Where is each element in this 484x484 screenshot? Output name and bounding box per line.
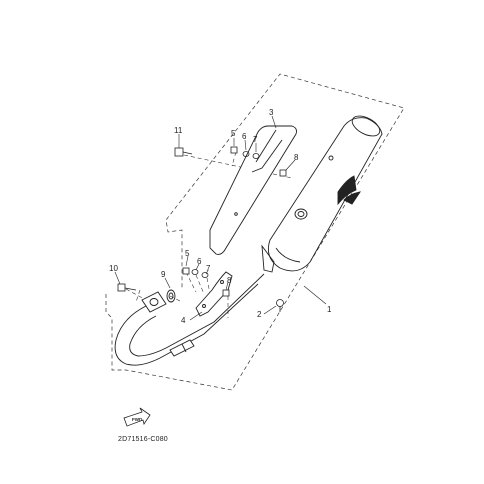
- heat-protector: [209, 125, 297, 255]
- fwd-arrow-icon: FWD: [123, 407, 151, 427]
- callout-6-lower: 6: [197, 257, 202, 266]
- callout-11: 11: [174, 126, 183, 135]
- callout-8-lower: 8: [227, 276, 232, 285]
- fwd-label: FWD: [132, 417, 143, 422]
- callout-9: 9: [161, 270, 166, 279]
- callout-5-lower: 5: [185, 249, 190, 258]
- exhaust-flange: [141, 289, 176, 313]
- callout-8-upper: 8: [294, 153, 299, 162]
- assembly-boundary-dashed: [105, 73, 405, 391]
- callout-4: 4: [181, 316, 186, 325]
- callout-1: 1: [327, 305, 332, 314]
- exhaust-bracket: [195, 271, 233, 317]
- callout-leaders: [114, 115, 327, 321]
- catalog-code: 2D71516-C080: [118, 436, 168, 443]
- callout-2: 2: [257, 310, 262, 319]
- callout-6-upper: 6: [242, 132, 247, 141]
- callout-5-upper: 5: [231, 129, 236, 138]
- callout-7-lower: 7: [206, 264, 211, 273]
- hardware-bolts: [117, 146, 287, 312]
- callout-10: 10: [109, 264, 118, 273]
- callout-7-upper: 7: [253, 135, 258, 144]
- exhaust-pipe: [114, 273, 265, 366]
- callout-3: 3: [269, 108, 274, 117]
- silencer-body: [261, 115, 383, 273]
